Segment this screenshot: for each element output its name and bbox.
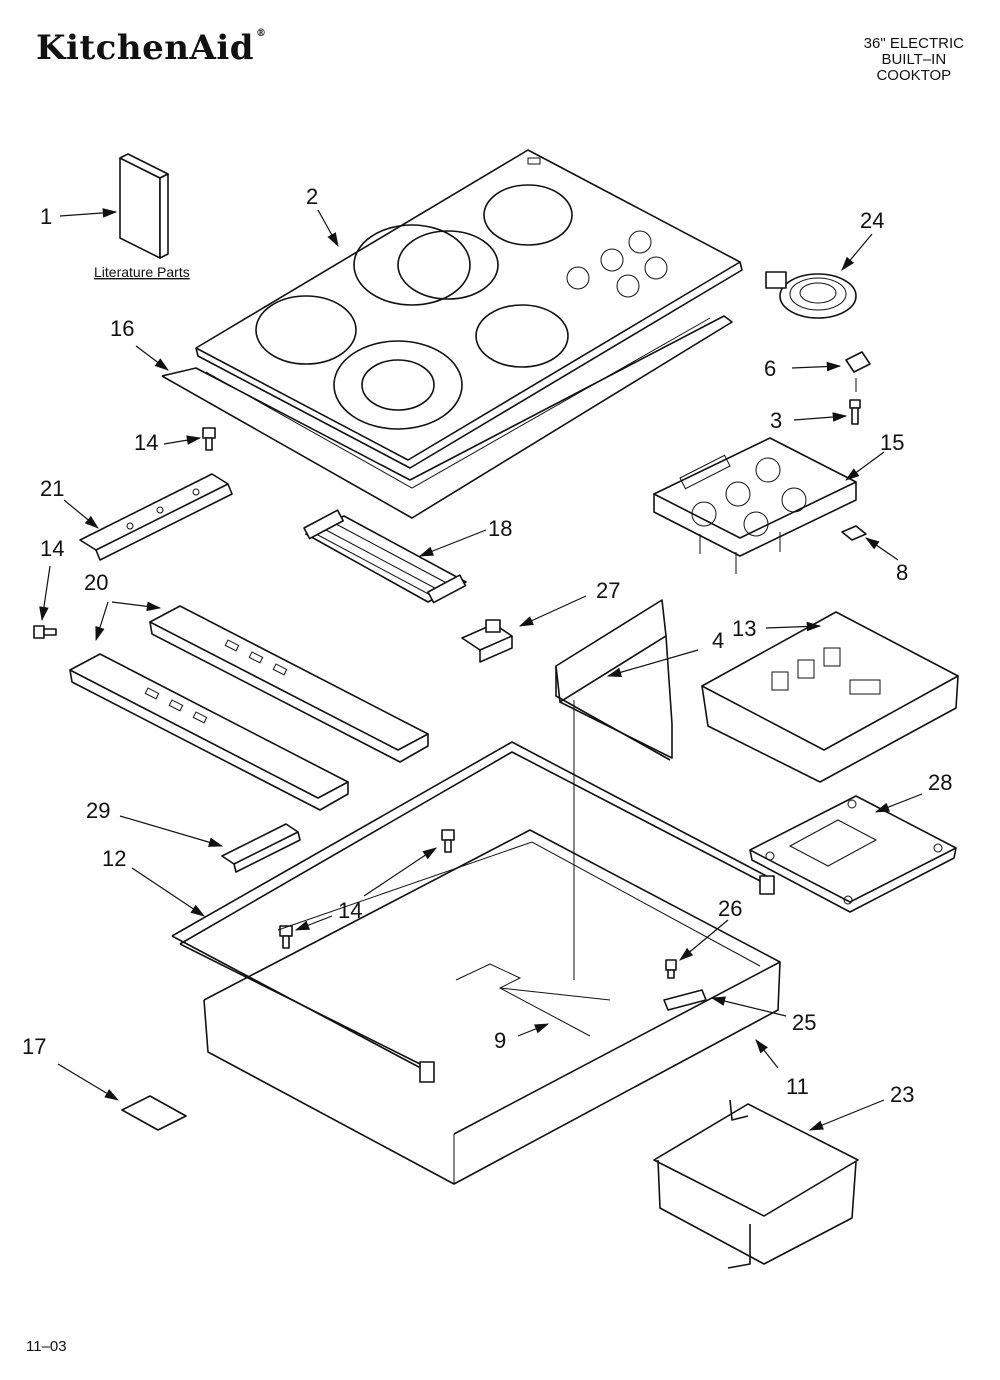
part-channel-rails[interactable] bbox=[69, 605, 429, 811]
callout-17: 17 bbox=[22, 1034, 46, 1059]
part-frame[interactable] bbox=[171, 741, 775, 1083]
part-pan-base[interactable] bbox=[203, 829, 781, 1185]
callout-25: 25 bbox=[792, 1010, 816, 1035]
brand-logo: KitchenAid® bbox=[36, 28, 267, 68]
part-mounting-plate[interactable] bbox=[749, 795, 957, 913]
title-line-3: COOKTOP bbox=[876, 67, 952, 84]
part-screw-14c[interactable] bbox=[279, 829, 455, 949]
part-bracket-21[interactable] bbox=[79, 473, 233, 561]
callout-4: 4 bbox=[712, 628, 724, 653]
part-ribbon-cable[interactable] bbox=[303, 509, 467, 604]
part-screw-14b[interactable] bbox=[33, 625, 57, 639]
callout-21: 21 bbox=[40, 476, 64, 501]
brand-name: KitchenAid bbox=[36, 28, 255, 68]
callout-12: 12 bbox=[102, 846, 126, 871]
callout-18: 18 bbox=[488, 516, 512, 541]
revision-code: 11–03 bbox=[26, 1338, 67, 1355]
callout-27: 27 bbox=[596, 578, 620, 603]
part-harness[interactable] bbox=[455, 963, 611, 1037]
part-literature[interactable]: Literature Parts bbox=[94, 153, 190, 280]
callout-2: 2 bbox=[306, 184, 318, 209]
callout-20: 20 bbox=[84, 570, 108, 595]
callout-6: 6 bbox=[764, 356, 776, 381]
callout-13: 13 bbox=[732, 616, 756, 641]
callout-14-left: 14 bbox=[40, 536, 64, 561]
part-panel-4[interactable] bbox=[555, 599, 673, 761]
part-bracket-8[interactable] bbox=[841, 525, 867, 541]
part-terminal-block[interactable] bbox=[663, 989, 707, 1011]
callout-29: 29 bbox=[86, 798, 110, 823]
part-clip[interactable] bbox=[845, 351, 871, 392]
part-junction-box[interactable] bbox=[653, 1099, 859, 1269]
part-plate-29[interactable] bbox=[221, 823, 301, 873]
callout-3: 3 bbox=[770, 408, 782, 433]
callout-11: 11 bbox=[786, 1074, 809, 1099]
callout-1: 1 bbox=[40, 204, 52, 229]
callout-28: 28 bbox=[928, 770, 952, 795]
callout-24: 24 bbox=[860, 208, 884, 233]
callout-15: 15 bbox=[880, 430, 904, 455]
part-glass-cooktop[interactable] bbox=[195, 149, 743, 469]
part-bracket-27[interactable] bbox=[461, 619, 513, 663]
part-screw-3[interactable] bbox=[849, 399, 861, 425]
part-plate-17[interactable] bbox=[121, 1095, 187, 1131]
diagram-title: 36" ELECTRIC BUILT–IN COOKTOP bbox=[864, 36, 964, 84]
callout-23: 23 bbox=[890, 1082, 914, 1107]
part-screw-14a[interactable] bbox=[202, 427, 216, 451]
callout-9: 9 bbox=[494, 1028, 506, 1053]
title-line-2: BUILT–IN bbox=[881, 51, 947, 68]
callout-16: 16 bbox=[110, 316, 134, 341]
part-control-board[interactable] bbox=[653, 437, 857, 574]
part-cooktop-seal[interactable] bbox=[161, 315, 733, 519]
part-screw-26[interactable] bbox=[665, 959, 677, 979]
part-radiant-element[interactable] bbox=[765, 271, 857, 319]
callout-26: 26 bbox=[718, 896, 742, 921]
literature-parts-label: Literature Parts bbox=[94, 264, 190, 280]
title-line-1: 36" ELECTRIC bbox=[863, 35, 964, 52]
callout-14-top: 14 bbox=[134, 430, 158, 455]
callout-8: 8 bbox=[896, 560, 908, 585]
part-relay-box[interactable] bbox=[701, 611, 959, 783]
